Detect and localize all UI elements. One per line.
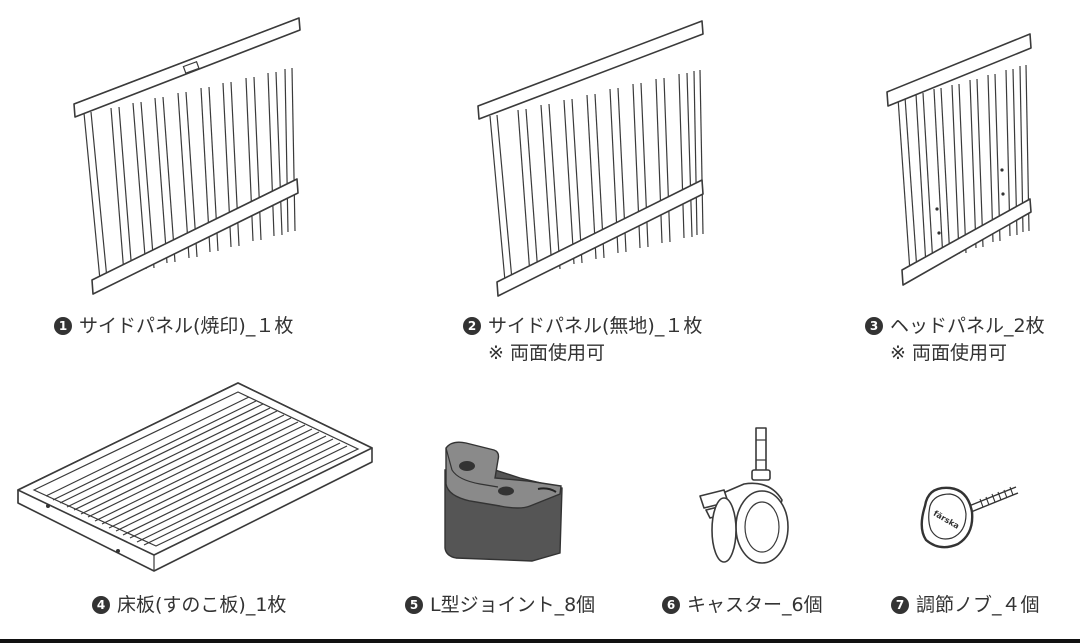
part-7-name: 調節ノブ_４個	[916, 594, 1040, 616]
l-joint-icon	[444, 441, 563, 562]
side-panel-plain-icon	[477, 20, 704, 297]
number-badge: 5	[405, 596, 423, 614]
part-6-name: キャスター_6個	[687, 594, 823, 616]
part-3-label: 3 ヘッドパネル_2枚	[865, 314, 1045, 338]
part-3-note: ※ 両面使用可	[890, 342, 1007, 364]
bottom-divider	[0, 639, 1080, 643]
side-panel-branded-icon	[73, 17, 301, 295]
part-5-name: L型ジョイント_8個	[430, 594, 596, 616]
caster-icon	[699, 427, 789, 564]
part-2-label: 2 サイドパネル(無地)_１枚	[463, 314, 702, 338]
floor-board-icon	[17, 382, 373, 572]
part-4-label: 4 床板(すのこ板)_1枚	[92, 593, 286, 617]
number-badge: 7	[891, 596, 909, 614]
number-badge: 2	[463, 317, 481, 335]
number-badge: 6	[662, 596, 680, 614]
part-7-label: 7 調節ノブ_４個	[891, 593, 1040, 617]
part-3-name: ヘッドパネル_2枚	[890, 315, 1045, 337]
part-1-name: サイドパネル(焼印)_１枚	[79, 315, 294, 337]
adjust-knob-icon: fărska	[920, 486, 1019, 549]
part-1-label: 1 サイドパネル(焼印)_１枚	[54, 314, 293, 338]
part-2-note: ※ 両面使用可	[488, 342, 605, 364]
part-4-name: 床板(すのこ板)_1枚	[117, 594, 287, 616]
head-panel-icon	[886, 33, 1032, 286]
number-badge: 1	[54, 317, 72, 335]
part-5-label: 5 L型ジョイント_8個	[405, 593, 595, 617]
number-badge: 4	[92, 596, 110, 614]
part-6-label: 6 キャスター_6個	[662, 593, 823, 617]
number-badge: 3	[865, 317, 883, 335]
part-2-name: サイドパネル(無地)_１枚	[488, 315, 703, 337]
